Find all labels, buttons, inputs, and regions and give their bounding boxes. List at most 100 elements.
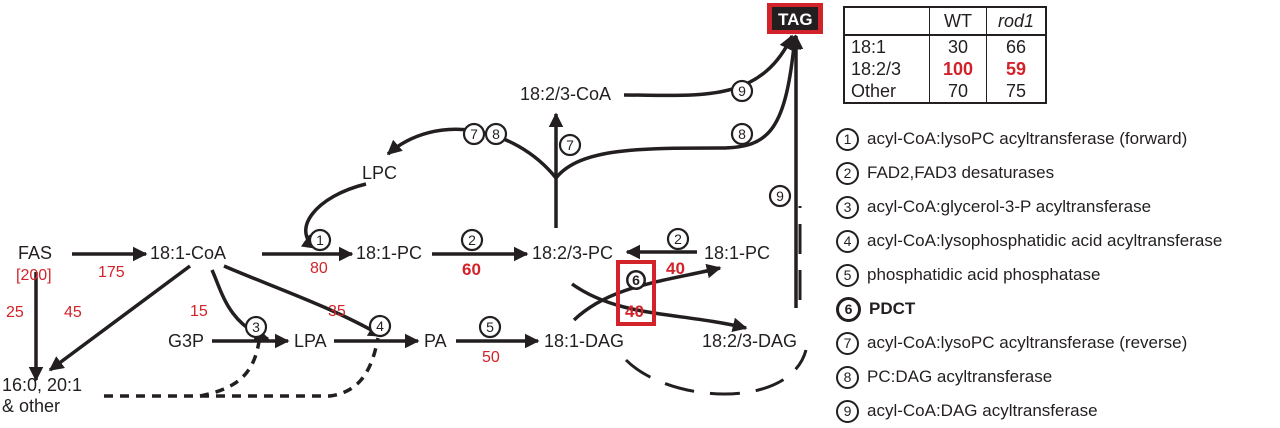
table-cell-rod1: 66 [986, 35, 1047, 58]
flux-pdct: 40 [625, 302, 644, 321]
step-badge-2b: 2 [666, 227, 690, 251]
flux-coa-to-lpa: 15 [190, 303, 208, 320]
svg-text:6: 6 [632, 272, 640, 288]
pathway-diagram: FAS [200] 18:1-CoA 18:1-PC 18:2/3-PC 18:… [2, 3, 823, 416]
pdct-box [616, 260, 656, 326]
table-cell-wt: 30 [929, 35, 987, 58]
table-cell-rod1: 75 [986, 80, 1047, 103]
node-181-pc-right: 18:1-PC [704, 243, 770, 263]
svg-text:2: 2 [468, 232, 476, 248]
svg-text:2: 2 [674, 231, 682, 247]
flux-fas-to-other: 25 [6, 304, 24, 321]
legend-item: 8 PC:DAG acyltransferase [836, 360, 1276, 394]
legend-text: PDCT [869, 299, 916, 318]
legend-text: acyl-CoA:DAG acyltransferase [867, 401, 1098, 420]
svg-text:9: 9 [738, 83, 746, 99]
table-cell-wt: 70 [929, 80, 987, 103]
flux-coa-to-other: 45 [64, 304, 82, 321]
arrow-coa-to-tag [623, 34, 794, 98]
table-row: 18:2/3 100 59 [843, 58, 1047, 80]
fatty-acid-table: WT rod1 18:1 30 66 18:2/3 100 59 Other 7… [843, 6, 1047, 104]
step-badge-7b: 7 [558, 133, 582, 157]
legend-item: 9 acyl-CoA:DAG acyltransferase [836, 394, 1276, 428]
svg-text:5: 5 [486, 319, 494, 335]
table-row: 18:1 30 66 [843, 35, 1047, 58]
legend-step-number: 1 [836, 127, 859, 151]
table-header-blank [843, 6, 930, 36]
step-badge-5: 5 [478, 315, 502, 339]
legend-step-number: 8 [836, 365, 859, 389]
step-badge-9b: 9 [768, 184, 792, 208]
legend-step-number: 2 [836, 161, 859, 185]
step-badge-3: 3 [244, 315, 268, 339]
node-tag: TAG [778, 10, 813, 29]
legend-text: acyl-CoA:lysoPC acyltransferase (reverse… [867, 333, 1188, 352]
svg-text:7: 7 [566, 137, 574, 153]
step-badge-7a: 7 [462, 122, 486, 146]
step-badge-8a: 8 [484, 122, 508, 146]
step-badge-9a: 9 [730, 79, 754, 103]
legend-item: 6 PDCT [836, 292, 1276, 326]
legend-item: 7 acyl-CoA:lysoPC acyltransferase (revers… [836, 326, 1276, 360]
node-181-pc: 18:1-PC [356, 243, 422, 263]
svg-text:1: 1 [316, 232, 324, 248]
table-header-rod1: rod1 [986, 6, 1047, 36]
arrow-pc-to-tag-pdat [554, 34, 802, 180]
table-header-row: WT rod1 [843, 6, 1047, 36]
legend-item: 5 phosphatidic acid phosphatase [836, 258, 1276, 292]
step-badge-1: 1 [308, 228, 332, 252]
node-other-fa-line1: 16:0, 20:1 [2, 375, 82, 395]
dash-other-route [104, 337, 380, 398]
node-181-dag: 18:1-DAG [544, 331, 624, 351]
arrow-181coa-to-pa [223, 264, 384, 338]
svg-text:3: 3 [252, 319, 260, 335]
legend-text: acyl-CoA:lysophosphatidic acid acyltrans… [867, 231, 1223, 250]
table-row-label: Other [843, 80, 930, 103]
svg-text:8: 8 [492, 126, 500, 142]
table-cell-wt: 100 [929, 58, 987, 80]
node-pa: PA [424, 331, 447, 351]
flux-fas-to-coa: 175 [98, 264, 125, 281]
table-row: Other 70 75 [843, 80, 1047, 103]
flux-desat-forward: 60 [462, 260, 481, 279]
svg-text:9: 9 [776, 188, 784, 204]
node-181-coa: 18:1-CoA [150, 243, 226, 263]
fas-value: [200] [16, 267, 52, 284]
table-row-label: 18:2/3 [843, 58, 930, 80]
flux-pa-to-dag: 50 [482, 349, 500, 366]
legend-step-number: 4 [836, 229, 859, 253]
dash-other-to-lpa [199, 333, 262, 398]
table-header-wt: WT [929, 6, 987, 36]
arrow-181coa-to-other [48, 264, 192, 372]
step-badge-2a: 2 [460, 228, 484, 252]
arrow-pc-to-1823dag [570, 282, 748, 333]
table-row-label: 18:1 [843, 35, 930, 58]
node-g3p: G3P [168, 331, 204, 351]
step-badge-6: 6 [626, 270, 646, 290]
node-1823-pc: 18:2/3-PC [532, 243, 613, 263]
ldash-dag-cycle [624, 349, 808, 396]
legend-step-number: 7 [836, 331, 859, 355]
legend-step-number: 3 [836, 195, 859, 219]
legend-step-number: 5 [836, 263, 859, 287]
legend-text: acyl-CoA:glycerol-3-P acyltransferase [867, 197, 1152, 216]
flux-coa-to-pa: 35 [328, 303, 346, 320]
legend-step-number: 9 [836, 399, 859, 423]
legend-text: phosphatidic acid phosphatase [867, 265, 1101, 284]
step-badge-4: 4 [368, 314, 392, 338]
node-lpc: LPC [362, 163, 397, 183]
node-other-fa-line2: & other [2, 396, 60, 416]
node-1823-coa: 18:2/3-CoA [520, 84, 611, 104]
table-cell-rod1: 59 [986, 58, 1047, 80]
legend-item: 4 acyl-CoA:lysophosphatidic acid acyltran… [836, 224, 1276, 258]
svg-text:8: 8 [738, 126, 746, 142]
legend-text: PC:DAG acyltransferase [867, 367, 1053, 386]
node-1823-dag: 18:2/3-DAG [702, 331, 797, 351]
svg-text:4: 4 [376, 318, 384, 334]
node-lpa: LPA [294, 331, 327, 351]
svg-text:7: 7 [470, 126, 478, 142]
legend-step-number: 6 [836, 296, 861, 322]
